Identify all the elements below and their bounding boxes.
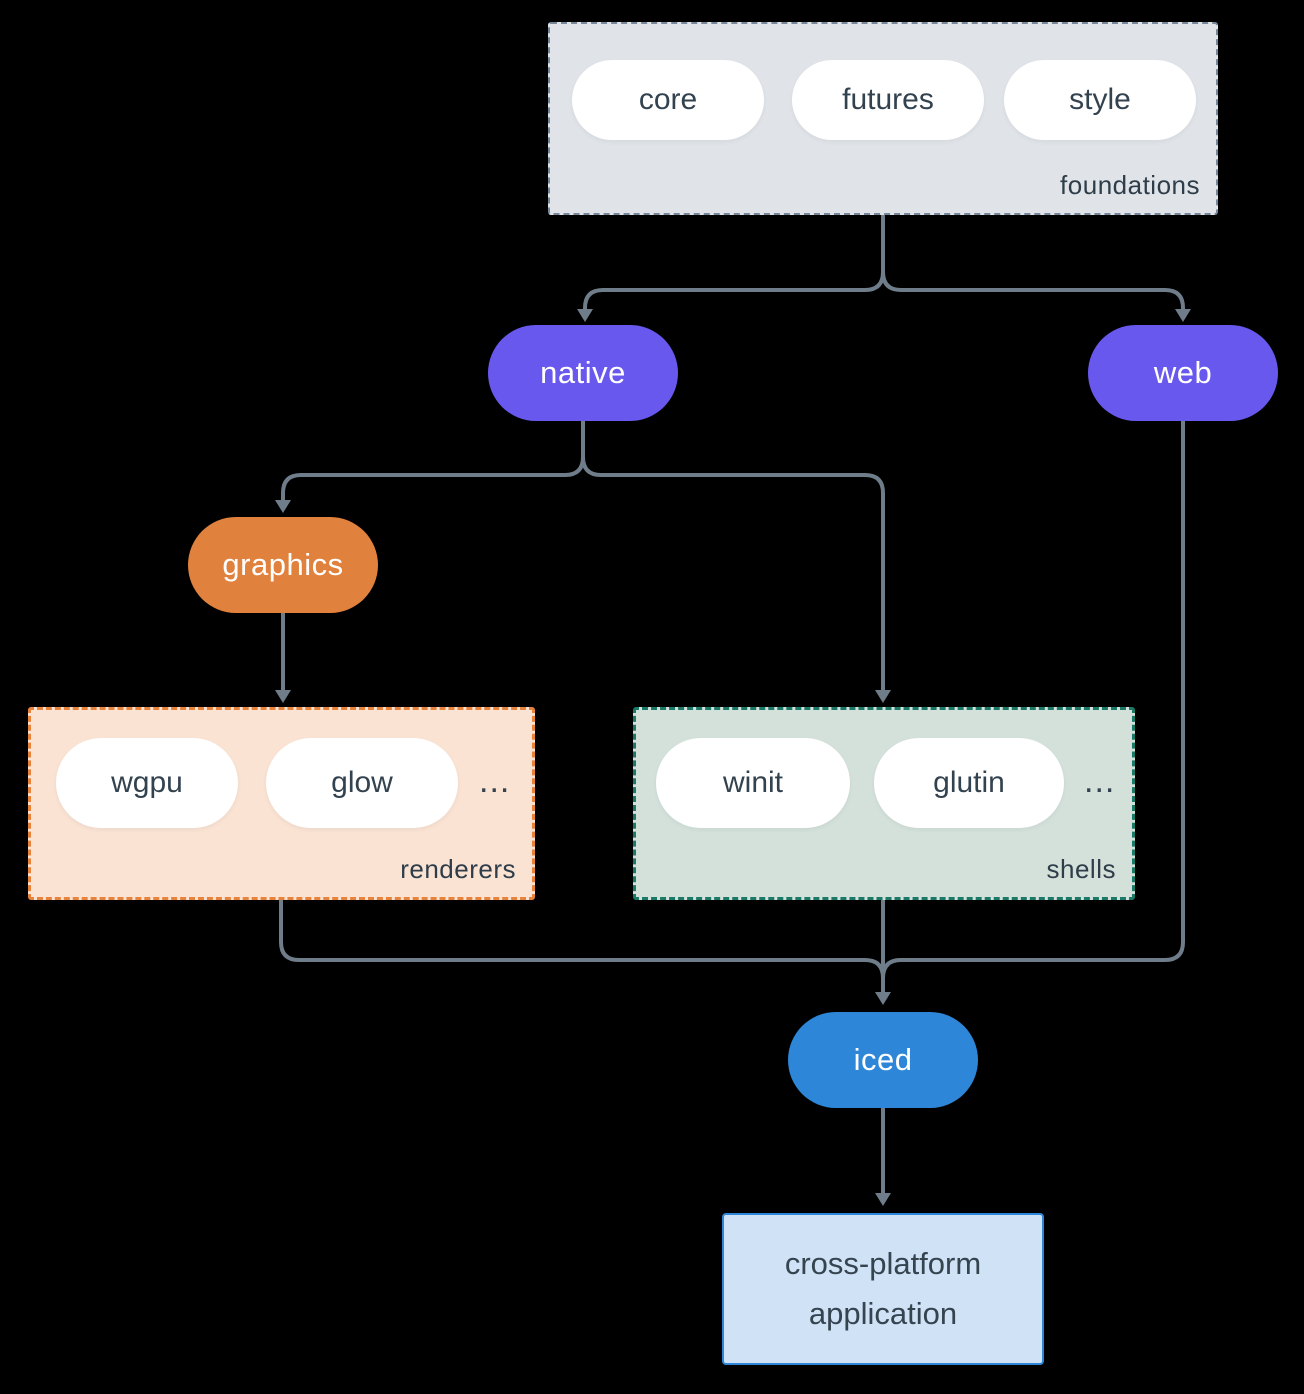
node-style: style: [1004, 60, 1196, 140]
edge-renderers-iced: [279, 900, 885, 979]
node-web: web: [1088, 325, 1278, 421]
edge-foundations-web: [881, 215, 1185, 310]
arrowhead-application: [875, 1193, 891, 1206]
shells-ellipsis: ...: [1084, 762, 1116, 800]
arrowhead-shells: [875, 690, 891, 703]
node-wgpu-label: wgpu: [111, 766, 183, 799]
node-glow-label: glow: [331, 766, 393, 799]
node-graphics-label: graphics: [222, 547, 344, 582]
edge-foundations-native: [583, 215, 885, 310]
shells-group-label: shells: [1046, 854, 1116, 884]
application-label-line1: cross-platform: [784, 1246, 982, 1281]
shells-group-box: winit glutin ... shells: [633, 707, 1135, 900]
foundations-group-box: core futures style foundations: [548, 22, 1218, 215]
node-iced: iced: [788, 1012, 978, 1108]
node-style-label: style: [1069, 83, 1131, 116]
node-application: cross-platform application: [722, 1213, 1044, 1365]
node-futures-label: futures: [842, 83, 934, 116]
node-graphics: graphics: [188, 517, 378, 613]
arrowhead-native: [577, 309, 593, 322]
node-wgpu: wgpu: [56, 738, 238, 828]
application-label-line2: application: [808, 1296, 958, 1331]
node-winit: winit: [656, 738, 850, 828]
renderers-ellipsis: ...: [479, 762, 511, 800]
edge-native-shells: [581, 421, 885, 690]
arrowhead-iced: [875, 992, 891, 1005]
arrowhead-web: [1175, 309, 1191, 322]
edge-web-iced: [881, 421, 1185, 979]
arrowhead-graphics: [275, 500, 291, 513]
edge-native-graphics: [281, 421, 585, 500]
node-futures: futures: [792, 60, 984, 140]
renderers-group-label: renderers: [400, 854, 516, 884]
node-iced-label: iced: [853, 1042, 913, 1077]
renderers-group-box: wgpu glow ... renderers: [28, 707, 535, 900]
node-glutin-label: glutin: [933, 766, 1005, 799]
foundations-group-label: foundations: [1060, 170, 1200, 200]
node-glutin: glutin: [874, 738, 1064, 828]
arrowhead-renderers: [275, 690, 291, 703]
node-core: core: [572, 60, 764, 140]
node-glow: glow: [266, 738, 458, 828]
node-native-label: native: [540, 355, 626, 390]
node-core-label: core: [638, 83, 698, 116]
node-winit-label: winit: [722, 766, 783, 799]
node-native: native: [488, 325, 678, 421]
node-web-label: web: [1153, 355, 1213, 390]
